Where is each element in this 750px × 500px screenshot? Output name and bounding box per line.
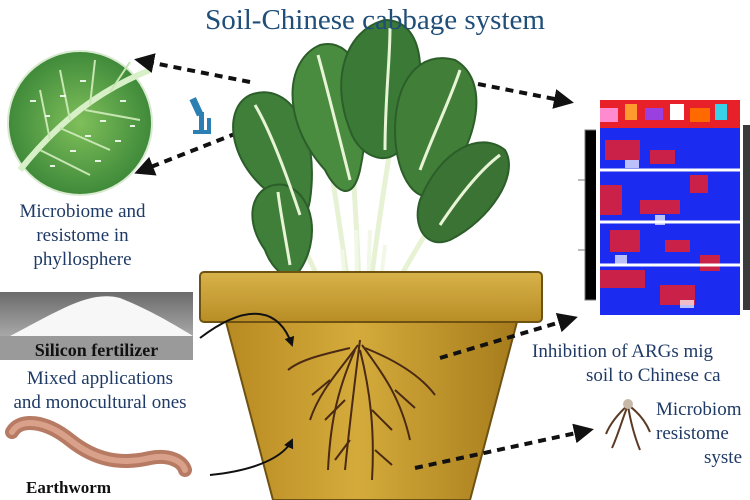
application-line-2: and monocultural ones [13, 392, 187, 413]
arrow-to-inhibition [439, 312, 578, 360]
phyllosphere-line-1: Microbiome and [19, 201, 146, 222]
microscope-icon [189, 97, 211, 134]
arrow-silicon-to-pot [199, 312, 295, 347]
arrow-leaf-lower [134, 126, 251, 176]
root-microbiome-line-1: Microbiom [656, 399, 742, 420]
application-line-1: Mixed applications [26, 368, 174, 389]
inhibition-caption: Inhibition of ARGs mig soil to Chinese c… [532, 340, 750, 388]
diagram-title: Soil-Chinese cabbage system [205, 4, 545, 36]
root-microbiome-caption: Microbiom resistome syste [656, 398, 750, 470]
fertilizer-pile-icon [0, 292, 193, 360]
arrow-leaf-upper [134, 53, 251, 84]
phyllosphere-line-2: resistome in [36, 225, 129, 246]
earthworm-icon [5, 416, 192, 477]
root-microbiome-line-3: syste [704, 447, 742, 468]
root-microbiome-line-2: resistome [656, 423, 729, 444]
leaf-magnified-icon [7, 50, 153, 196]
roots-icon [287, 339, 436, 481]
application-caption: Mixed applications and monocultural ones [0, 367, 200, 415]
earthworm-label: Earthworm [26, 478, 111, 497]
arrow-to-heatmap [477, 82, 574, 109]
cabbage-plant [232, 18, 510, 341]
root-microbiome-icon [605, 399, 651, 451]
phyllosphere-line-3: phyllosphere [33, 249, 132, 270]
heatmap-icon [578, 100, 750, 315]
arrow-earthworm-to-pot [209, 438, 294, 476]
silicon-fertilizer-label: Silicon fertilizer [34, 340, 159, 360]
flower-pot [199, 271, 543, 500]
inhibition-line-1: Inhibition of ARGs mig [532, 341, 714, 362]
inhibition-line-2: soil to Chinese ca [586, 365, 721, 386]
arrow-to-root-microbiome [414, 423, 594, 470]
phyllosphere-caption: Microbiome and resistome in phyllosphere [0, 200, 165, 272]
